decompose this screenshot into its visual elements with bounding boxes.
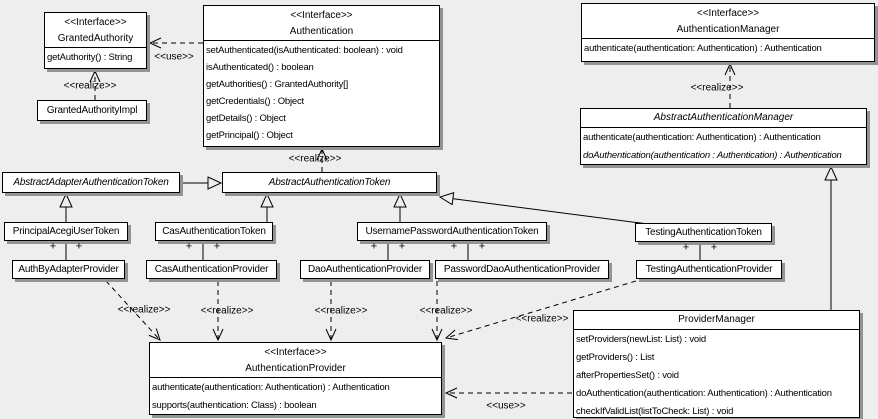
- class-name: AuthenticationManager: [676, 24, 780, 35]
- edge-realize-testingprovider-authenticationprovider: [444, 280, 637, 341]
- method-signature: getAuthorities() : GrantedAuthority[]: [206, 79, 349, 90]
- method-signature: checkIfValidList(listToCheck: List) : vo…: [576, 406, 734, 417]
- class-username-password-authentication-token: UsernamePasswordAuthenticationToken: [357, 222, 547, 241]
- method-signature: getPrincipal() : Object: [206, 130, 293, 141]
- realize-stereotype-label: <<realize>>: [200, 305, 254, 317]
- method-signature: authenticate(authentication: Authenticat…: [152, 382, 390, 393]
- stereotype-label: <<Interface>>: [64, 17, 127, 28]
- realize-stereotype-label: <<realize>>: [288, 153, 342, 165]
- class-name: PasswordDaoAuthenticationProvider: [443, 264, 601, 275]
- class-name: AbstractAuthenticationToken: [268, 177, 391, 188]
- method-signature: authenticate(authentication: Authenticat…: [583, 132, 821, 143]
- class-name: TestingAuthenticationToken: [645, 227, 762, 238]
- class-abstract-authentication-token: AbstractAuthenticationToken: [222, 172, 437, 193]
- class-name: UsernamePasswordAuthenticationToken: [365, 226, 539, 237]
- use-stereotype-label: <<use>>: [154, 51, 194, 63]
- class-testing-authentication-token: TestingAuthenticationToken: [635, 223, 772, 242]
- use-stereotype-label: <<use>>: [486, 400, 526, 412]
- class-testing-authentication-provider: TestingAuthenticationProvider: [636, 260, 782, 279]
- class-authentication-manager: <<Interface>> AuthenticationManager auth…: [581, 3, 875, 62]
- stereotype-label: <<Interface>>: [696, 8, 760, 19]
- class-name: DaoAuthenticationProvider: [308, 264, 422, 275]
- visibility-plus: +: [478, 240, 486, 253]
- visibility-plus: +: [185, 240, 193, 253]
- stereotype-label: <<Interface>>: [290, 10, 353, 21]
- class-abstract-authentication-manager: AbstractAuthenticationManager authentica…: [580, 108, 867, 165]
- edge-gen-testingtoken-abstracttoken: [440, 197, 649, 225]
- method-signature: doAuthentication(authentication: Authent…: [576, 388, 832, 399]
- class-header: <<Interface>> GrantedAuthority: [45, 13, 146, 47]
- class-granted-authority-impl: GrantedAuthorityImpl: [37, 100, 147, 121]
- class-header: <<Interface>> Authentication: [204, 6, 439, 40]
- class-name: TestingAuthenticationProvider: [645, 264, 773, 275]
- class-name: Authentication: [289, 26, 354, 37]
- method-signature: getProviders() : List: [576, 352, 655, 363]
- realize-stereotype-label: <<realize>>: [63, 80, 117, 92]
- method-signature: getCredentials() : Object: [206, 96, 304, 107]
- visibility-plus: +: [450, 240, 458, 253]
- class-name: GrantedAuthority: [57, 33, 134, 44]
- class-dao-authentication-provider: DaoAuthenticationProvider: [300, 260, 430, 279]
- class-cas-authentication-provider: CasAuthenticationProvider: [146, 260, 277, 279]
- visibility-plus: +: [75, 240, 83, 253]
- visibility-plus: +: [213, 240, 221, 253]
- method-signature: afterPropertiesSet() : void: [576, 370, 679, 381]
- class-header: ProviderManager: [574, 311, 859, 329]
- visibility-plus: +: [710, 241, 718, 254]
- class-auth-by-adapter-provider: AuthByAdapterProvider: [12, 260, 125, 279]
- class-authentication: <<Interface>> Authentication setAuthenti…: [203, 5, 440, 147]
- realize-stereotype-label: <<realize>>: [314, 305, 368, 317]
- class-name: ProviderManager: [678, 314, 755, 325]
- realize-stereotype-label: <<realize>>: [690, 82, 744, 94]
- class-provider-manager: ProviderManager setProviders(newList: Li…: [573, 310, 860, 418]
- method-signature: setProviders(newList: List) : void: [576, 334, 706, 345]
- class-name: AbstractAdapterAuthenticationToken: [13, 177, 169, 188]
- method-signature: authenticate(authentication: Authenticat…: [584, 43, 822, 54]
- class-name: GrantedAuthorityImpl: [46, 105, 138, 116]
- class-name: AuthByAdapterProvider: [18, 264, 119, 275]
- class-name: CasAuthenticationToken: [162, 226, 266, 237]
- visibility-plus: +: [49, 240, 57, 253]
- realize-stereotype-label: <<realize>>: [419, 305, 473, 317]
- realize-stereotype-label: <<realize>>: [117, 304, 171, 316]
- class-principal-acegi-user-token: PrincipalAcegiUserToken: [4, 222, 128, 241]
- method-signature: setAuthenticated(isAuthenticated: boolea…: [206, 45, 403, 56]
- class-header: <<Interface>> AuthenticationManager: [582, 4, 874, 38]
- class-name: AbstractAuthenticationManager: [653, 112, 794, 123]
- realize-stereotype-label: <<realize>>: [515, 313, 569, 325]
- method-signature: supports(authentication: Class) : boolea…: [152, 400, 317, 411]
- class-header: AbstractAuthenticationManager: [581, 109, 866, 127]
- class-name: AuthenticationProvider: [245, 363, 346, 374]
- method-signature: getDetails() : Object: [206, 113, 286, 124]
- edge-realize-authbyadapterprovider-authenticationprovider: [105, 280, 161, 341]
- method-signature: doAuthentication(authentication : Authen…: [583, 150, 842, 161]
- class-abstract-adapter-authentication-token: AbstractAdapterAuthenticationToken: [2, 172, 180, 193]
- class-name: CasAuthenticationProvider: [154, 264, 269, 275]
- class-granted-authority: <<Interface>> GrantedAuthority getAuthor…: [44, 12, 147, 69]
- visibility-plus: +: [682, 241, 690, 254]
- class-header: <<Interface>> AuthenticationProvider: [150, 343, 441, 377]
- method-signature: getAuthority() : String: [47, 52, 133, 63]
- class-authentication-provider: <<Interface>> AuthenticationProvider aut…: [149, 342, 442, 415]
- visibility-plus: +: [398, 240, 406, 253]
- class-cas-authentication-token: CasAuthenticationToken: [155, 222, 273, 241]
- visibility-plus: +: [370, 240, 378, 253]
- stereotype-label: <<Interface>>: [264, 347, 327, 358]
- class-password-dao-authentication-provider: PasswordDaoAuthenticationProvider: [435, 260, 609, 279]
- class-name: PrincipalAcegiUserToken: [12, 226, 120, 237]
- method-signature: isAuthenticated() : boolean: [206, 62, 314, 73]
